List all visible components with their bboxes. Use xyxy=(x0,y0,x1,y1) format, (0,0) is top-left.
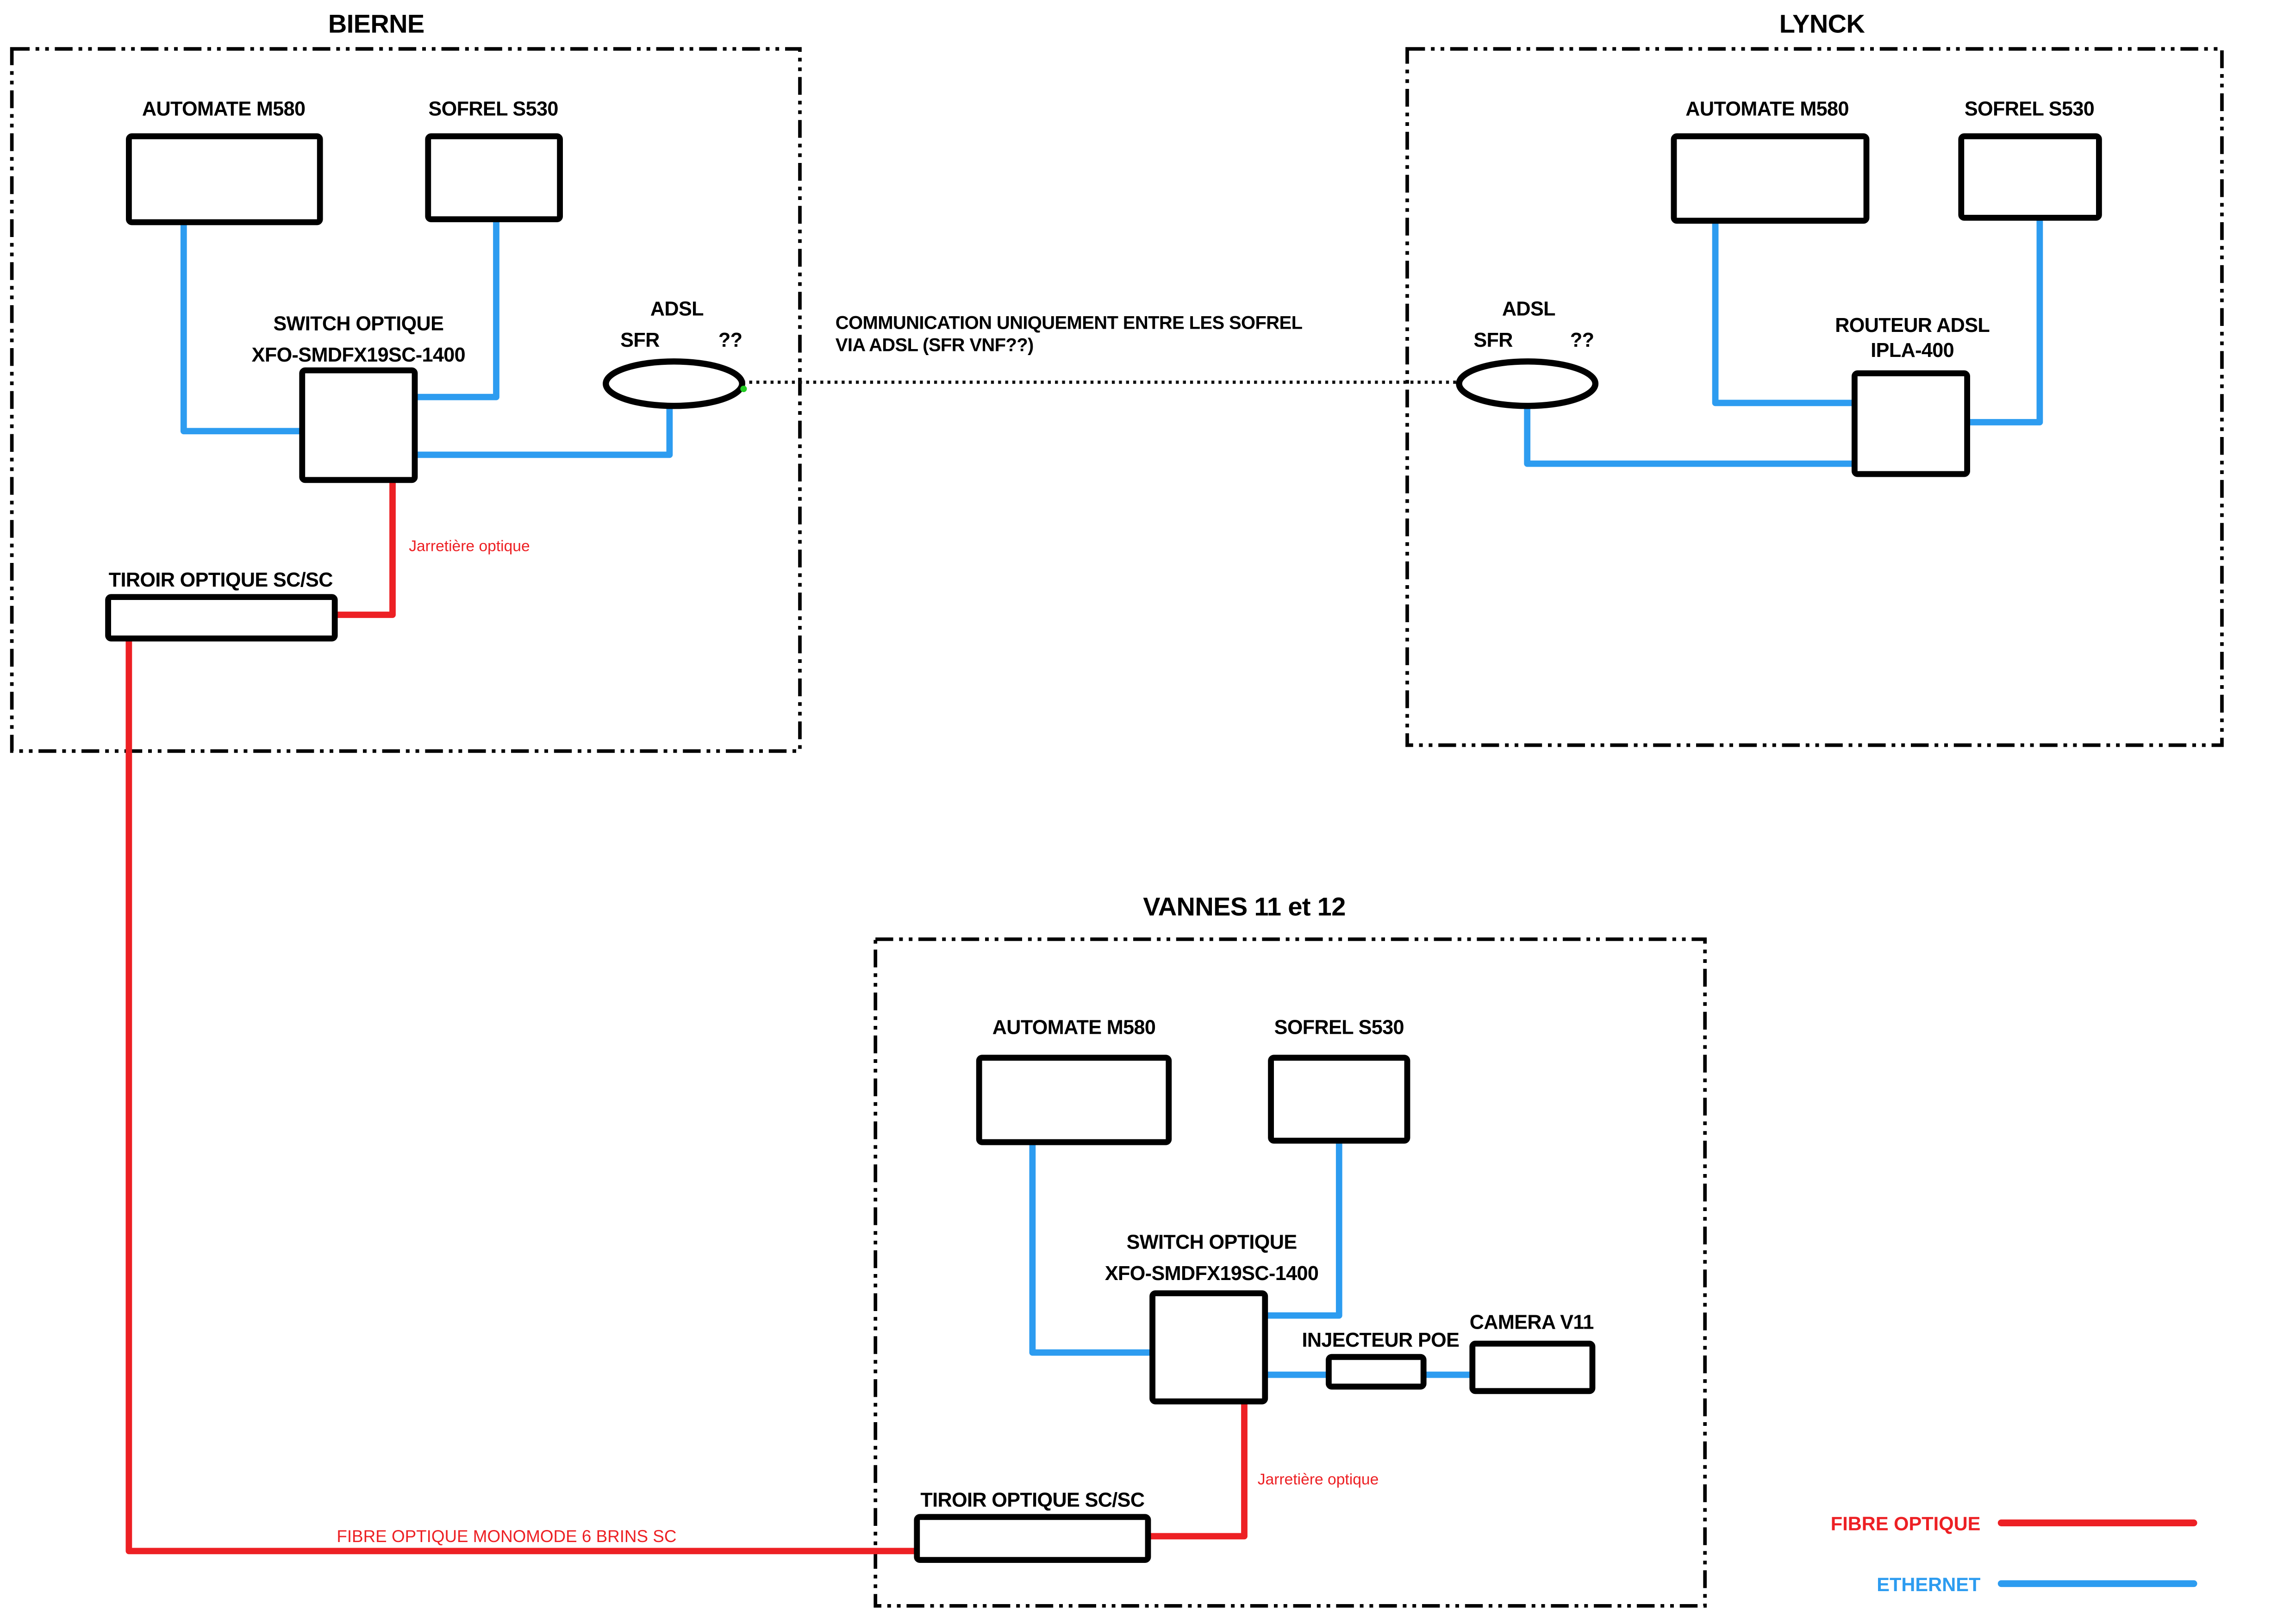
bierne-switch-label-line1: SWITCH OPTIQUE xyxy=(273,312,444,335)
bierne-unknown-label: ?? xyxy=(718,329,742,351)
bierne-site-border xyxy=(10,47,802,753)
fibre-run-note: FIBRE OPTIQUE MONOMODE 6 BRINS SC xyxy=(337,1529,677,1547)
lynck-sfr-label: SFR xyxy=(1473,329,1513,351)
vannes-sofrel-box xyxy=(1268,1055,1410,1144)
lynck-sofrel-label: SOFREL S530 xyxy=(1964,98,2095,120)
vannes-fibre-switch-to-tiroir xyxy=(1148,1401,1248,1540)
bierne-switch-label-line2: XFO-SMDFX19SC-1400 xyxy=(251,344,466,366)
bierne-switch-box xyxy=(299,367,418,483)
bierne-adsl-label: ADSL xyxy=(650,298,704,320)
vannes-tiroir-box xyxy=(914,1514,1151,1563)
vannes-automate-box xyxy=(976,1055,1172,1145)
bierne-fibre-switch-to-tiroir xyxy=(334,480,396,618)
fibre-run-bierne-to-vannes xyxy=(125,638,917,1555)
bierne-jarretiere-note: Jarretière optique xyxy=(409,537,530,556)
vannes-switch-label-line2: XFO-SMDFX19SC-1400 xyxy=(1104,1262,1319,1285)
lynck-sofrel-box xyxy=(1958,133,2102,221)
lynck-routeur-label-line1: ROUTEUR ADSL xyxy=(1835,314,1990,337)
lynck-automate-box xyxy=(1671,133,1870,224)
vannes-camera-box xyxy=(1469,1341,1596,1394)
vannes-switch-box xyxy=(1149,1290,1268,1405)
lynck-routeur-box xyxy=(1852,370,1970,477)
vannes-ethernet-sofrel-to-switch xyxy=(1265,1140,1342,1319)
vannes-automate-label: AUTOMATE M580 xyxy=(992,1016,1156,1039)
vannes-jarretiere-note: Jarretière optique xyxy=(1257,1471,1379,1489)
bierne-ethernet-sofrel-to-switch xyxy=(414,219,499,400)
lynck-unknown-label: ?? xyxy=(1570,329,1594,351)
bierne-site-title: BIERNE xyxy=(328,9,424,39)
bierne-sofrel-label: SOFREL S530 xyxy=(428,98,558,120)
lynck-routeur-label-line2: IPLA-400 xyxy=(1871,339,1954,362)
lynck-ethernet-adsl-to-routeur xyxy=(1524,402,1855,467)
vannes-injecteur-label: INJECTEUR POE xyxy=(1302,1329,1460,1351)
lynck-site-border xyxy=(1405,47,2224,747)
vannes-injecteur-box xyxy=(1326,1354,1427,1390)
adsl-link-note-line1: COMMUNICATION UNIQUEMENT ENTRE LES SOFRE… xyxy=(835,312,1303,333)
legend-fibre-label: FIBRE OPTIQUE xyxy=(1830,1512,1981,1535)
bierne-ethernet-automate-to-switch xyxy=(180,222,303,435)
vannes-ethernet-automate-to-switch xyxy=(1029,1142,1153,1356)
vannes-site-border xyxy=(873,937,1707,1608)
lynck-automate-label: AUTOMATE M580 xyxy=(1685,98,1849,120)
bierne-tiroir-box xyxy=(105,594,338,642)
bierne-ethernet-switch-to-adsl xyxy=(414,402,673,458)
bierne-tiroir-label: TIROIR OPTIQUE SC/SC xyxy=(108,568,333,591)
lynck-site-title: LYNCK xyxy=(1779,9,1865,39)
link-endpoint-dot xyxy=(740,385,747,393)
bierne-sfr-label: SFR xyxy=(620,329,660,351)
lynck-ethernet-sofrel-to-routeur xyxy=(1967,217,2043,425)
adsl-link-note-line2: VIA ADSL (SFR VNF??) xyxy=(835,335,1034,356)
bierne-automate-label: AUTOMATE M580 xyxy=(142,98,306,120)
vannes-sofrel-label: SOFREL S530 xyxy=(1274,1016,1404,1039)
vannes-switch-label-line1: SWITCH OPTIQUE xyxy=(1126,1231,1297,1254)
lynck-adsl-cloud-ellipse xyxy=(1456,358,1599,409)
bierne-automate-box xyxy=(126,133,323,225)
legend-ethernet-label: ETHERNET xyxy=(1877,1573,1981,1596)
bierne-sofrel-box xyxy=(425,133,563,222)
vannes-camera-label: CAMERA V11 xyxy=(1469,1311,1594,1333)
bierne-adsl-cloud-ellipse xyxy=(603,358,745,409)
lynck-adsl-label: ADSL xyxy=(1502,298,1556,320)
vannes-site-title: VANNES 11 et 12 xyxy=(1143,892,1346,922)
lynck-ethernet-automate-to-routeur xyxy=(1712,220,1855,406)
vannes-tiroir-label: TIROIR OPTIQUE SC/SC xyxy=(920,1489,1145,1511)
